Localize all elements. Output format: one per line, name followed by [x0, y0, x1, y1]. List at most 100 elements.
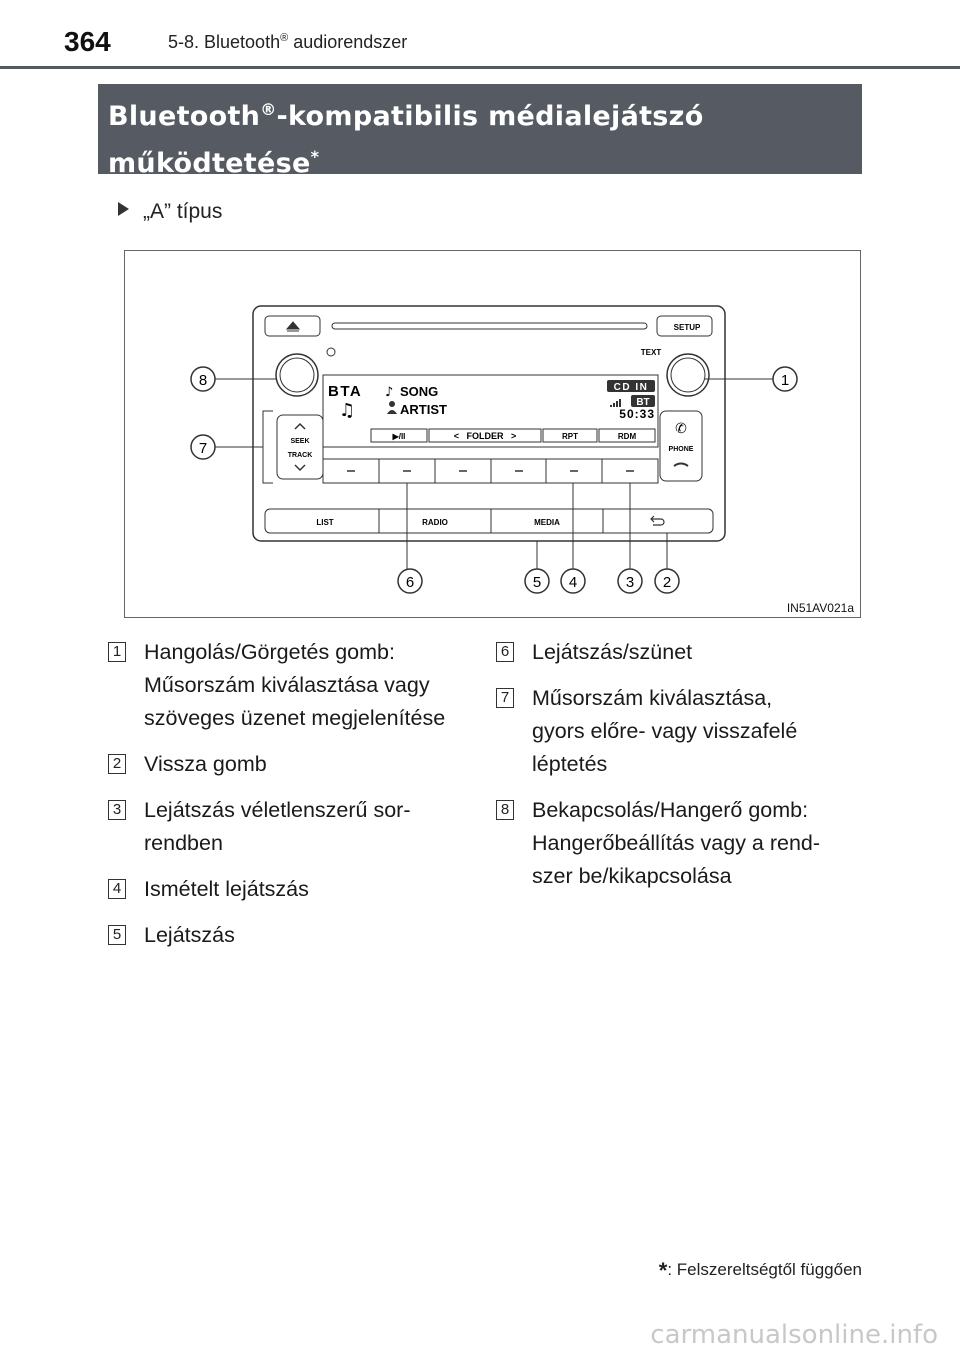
seek-label: SEEK: [290, 438, 309, 445]
note-icon: ♪: [385, 385, 393, 400]
list-label: LIST: [316, 518, 333, 527]
softkey-rpt-label: RPT: [562, 432, 578, 441]
figure-code: IN51AV021a: [786, 601, 854, 615]
legend-text: Műsorszám kiválasztása,: [532, 686, 773, 710]
legend-number-box: 2: [108, 754, 126, 774]
svg-text:5: 5: [533, 574, 541, 591]
setup-label: SETUP: [674, 323, 701, 332]
legend-text: szöveges üzenet megjelenítése: [144, 706, 446, 730]
title-asterisk: *: [310, 147, 320, 166]
legend-item: 2 Vissza gomb: [108, 748, 468, 781]
header-rule: [0, 66, 960, 69]
callout-7: 7: [190, 434, 216, 460]
callout-5: 5: [524, 568, 550, 594]
phone-pickup-icon: ✆: [675, 421, 687, 437]
watermark: carmanualsonline.info: [650, 1320, 938, 1350]
softkey-folder-label: < FOLDER >: [454, 431, 517, 441]
legend-item: 7 Műsorszám kiválasztása, gyors előre- v…: [496, 682, 856, 781]
callout-leader-lines: [215, 378, 773, 569]
display-time: 50:33: [619, 407, 655, 421]
legend-item: 1 Hangolás/Görgetés gomb: Műsorszám kivá…: [108, 636, 468, 735]
softkey-play-pause-label: ▶/II: [392, 432, 406, 441]
legend-number-box: 3: [108, 800, 126, 820]
legend-number-box: 6: [496, 642, 514, 662]
legend-left-column: 1 Hangolás/Görgetés gomb: Műsorszám kivá…: [108, 636, 468, 965]
running-head-prefix: 5-8. Bluetooth: [168, 32, 281, 52]
radio-label: RADIO: [422, 518, 448, 527]
eject-icon: [285, 321, 301, 332]
svg-text:4: 4: [569, 574, 577, 591]
page-number: 364: [64, 26, 111, 57]
running-head-suffix: audiorendszer: [288, 32, 408, 52]
legend-right-column: 6 Lejátszás/szünet 7 Műsorszám kiválaszt…: [496, 636, 856, 906]
title-line-2: működtetése*: [108, 137, 852, 184]
softkey-rpt: [542, 428, 598, 443]
legend-number-box: 7: [496, 688, 514, 708]
legend-number-box: 4: [108, 879, 126, 899]
title-bluetooth: Bluetooth: [108, 101, 261, 132]
legend-number-box: 8: [496, 800, 514, 820]
figure-frame: SETUP TEXT BTA ♫ ♪ SONG ARTIST CD IN BT …: [124, 250, 861, 618]
legend-text: Vissza gomb: [144, 752, 267, 776]
phone-button: [659, 410, 703, 482]
display-artist: ARTIST: [400, 402, 447, 417]
power-icon: [326, 347, 336, 357]
media-label: MEDIA: [534, 518, 560, 527]
subsection-heading: „A” típus: [118, 200, 222, 224]
legend-text: léptetés: [532, 752, 608, 776]
legend-text: Hangolás/Görgetés gomb:: [144, 640, 395, 664]
artist-icon-body: [387, 410, 397, 414]
phone-label: PHONE: [669, 446, 694, 453]
title-registered-mark: ®: [260, 100, 277, 119]
text-button-label: TEXT: [641, 348, 662, 357]
legend-text: Lejátszás: [144, 923, 235, 947]
legend-item: 3 Lejátszás véletlenszerű sor- rendben: [108, 794, 468, 860]
legend-number-box: 5: [108, 925, 126, 945]
legend-text: Lejátszás/szünet: [532, 640, 693, 664]
display-song: SONG: [400, 384, 438, 399]
asterisk-icon: *: [658, 1258, 668, 1283]
footnote: *: Felszereltségtől függően: [659, 1258, 862, 1284]
bottom-button-row: [264, 508, 714, 534]
power-volume-knob: [275, 353, 319, 397]
legend-item: 5 Lejátszás: [108, 919, 468, 952]
seek-track-button: [276, 414, 324, 480]
cd-in-label: CD IN: [614, 382, 649, 393]
tune-scroll-knob-inner: [670, 357, 706, 393]
triangle-bullet-icon: [118, 202, 129, 216]
subsection-label: „A” típus: [143, 200, 223, 223]
legend-text: szer be/kikapcsolása: [532, 864, 732, 888]
softkey-play-pause: [370, 428, 428, 443]
bt-label: BT: [636, 397, 649, 408]
svg-text:2: 2: [663, 574, 671, 591]
callout-8: 8: [190, 366, 216, 392]
legend-text: Lejátszás véletlenszerű sor-: [144, 798, 411, 822]
legend-text: Hangerőbeállítás vagy a rend-: [532, 831, 821, 855]
chevron-up-icon: [294, 422, 306, 430]
svg-text:3: 3: [626, 574, 634, 591]
title-line-1: Bluetooth®-kompatibilis médialejátszó: [108, 90, 852, 137]
music-note-icon: ♫: [339, 400, 355, 421]
cd-slot: [331, 322, 648, 330]
softkey-folder: [428, 428, 542, 443]
callout-1: 1: [772, 366, 798, 392]
artist-icon: [389, 401, 395, 407]
cd-in-badge: [607, 380, 655, 392]
back-arrow-icon: [650, 515, 665, 526]
preset-dividers: [378, 459, 603, 483]
title-rest: -kompatibilis médialejátszó: [276, 101, 704, 132]
legend-text: rendben: [144, 831, 223, 855]
svg-text:1: 1: [781, 372, 789, 389]
chevron-down-icon: [294, 464, 306, 472]
legend-item: 8 Bekapcsolás/Hangerő gomb: Hangerőbeáll…: [496, 794, 856, 893]
legend-number-box: 1: [108, 642, 126, 662]
display-source: BTA: [328, 383, 362, 400]
tune-scroll-knob: [666, 353, 710, 397]
legend-text: Ismételt lejátszás: [144, 877, 309, 901]
callout-4: 4: [560, 568, 586, 594]
track-label: TRACK: [288, 452, 313, 459]
bottom-row-dividers: [378, 509, 604, 533]
svg-text:6: 6: [406, 574, 414, 591]
svg-text:7: 7: [199, 440, 207, 457]
callout-2: 2: [654, 568, 680, 594]
